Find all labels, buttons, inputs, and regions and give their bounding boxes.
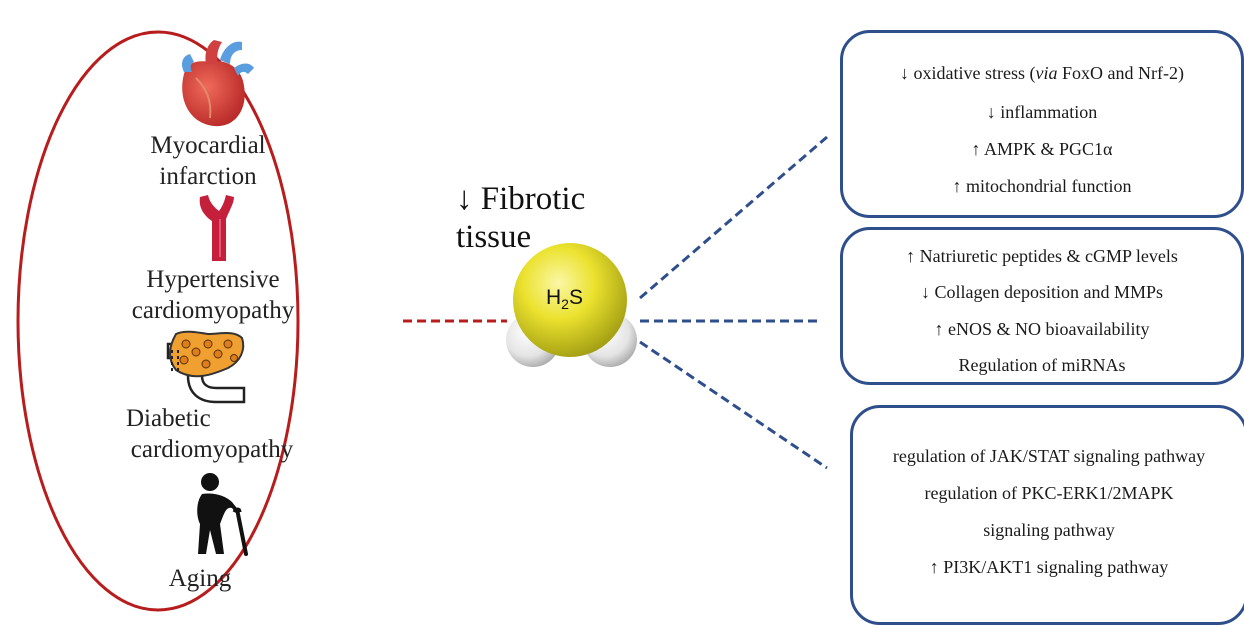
box-3-line-4: ↑ PI3K/AKT1 signaling pathway (929, 557, 1169, 577)
box-3-line-3: signaling pathway (983, 520, 1115, 540)
h2s-label-s: S (568, 286, 583, 309)
box-3-line-1: regulation of JAK/STAT signaling pathway (892, 446, 1206, 466)
box-3-line-2: regulation of PKC-ERK1/2MAPK (924, 483, 1174, 503)
h2s-label: H2S (546, 286, 583, 312)
condition-hypertensive-cardiomyopathy: Hypertensive cardiomyopathy (113, 264, 313, 326)
condition-label-line: Hypertensive (146, 266, 280, 293)
condition-aging: Aging (120, 563, 280, 594)
box-2-line-4: Regulation of miRNAs (958, 355, 1126, 375)
heart-icon (182, 40, 254, 127)
elderly-person-icon (197, 473, 248, 556)
pancreas-icon (166, 330, 246, 404)
h2s-molecule (506, 243, 637, 367)
condition-label-line: Diabetic (126, 405, 211, 432)
condition-label-line: Aging (168, 565, 232, 592)
conditions-ellipse (16, 30, 300, 612)
h2s-label-h: H (546, 286, 562, 309)
condition-label-line: infarction (159, 163, 257, 190)
condition-myocardial-infarction: Myocardial infarction (108, 130, 308, 192)
effects-box-2: ↑ Natriuretic peptides & cGMP levels ↓ C… (840, 227, 1244, 385)
fibrotic-title: ↓ Fibrotic tissue (456, 180, 585, 256)
box-2-line-3: ↑ eNOS & NO bioavailability (934, 319, 1150, 339)
connector-line-top (639, 135, 828, 300)
condition-label-line: Myocardial (150, 132, 266, 159)
sulfur-atom (513, 243, 627, 357)
box-2-line-1: ↑ Natriuretic peptides & cGMP levels (906, 246, 1178, 266)
box-1-line-4: ↑ mitochondrial function (952, 176, 1132, 196)
blood-vessel-icon (199, 195, 234, 261)
h2s-label-sub: 2 (561, 296, 569, 313)
box-1-line-3: ↑ AMPK & PGC1α (971, 139, 1113, 159)
connector-line-bottom (639, 340, 828, 470)
effects-box-3: regulation of JAK/STAT signaling pathway… (850, 405, 1244, 625)
box-1-line-1: ↓ oxidative stress (via FoxO and Nrf-2) (900, 63, 1184, 83)
box-2-line-2: ↓ Collagen deposition and MMPs (921, 282, 1163, 302)
fibrotic-title-line-1: ↓ Fibrotic (456, 181, 586, 217)
effects-box-1: ↓ oxidative stress (via FoxO and Nrf-2) … (840, 30, 1244, 218)
condition-label-line: cardiomyopathy (131, 297, 295, 324)
fibrotic-title-line-2: tissue (456, 219, 532, 255)
condition-diabetic-cardiomyopathy: Diabetic cardiomyopathy (112, 403, 312, 465)
condition-label-line: cardiomyopathy (130, 436, 294, 463)
box-1-line-2: ↓ inflammation (986, 102, 1098, 122)
